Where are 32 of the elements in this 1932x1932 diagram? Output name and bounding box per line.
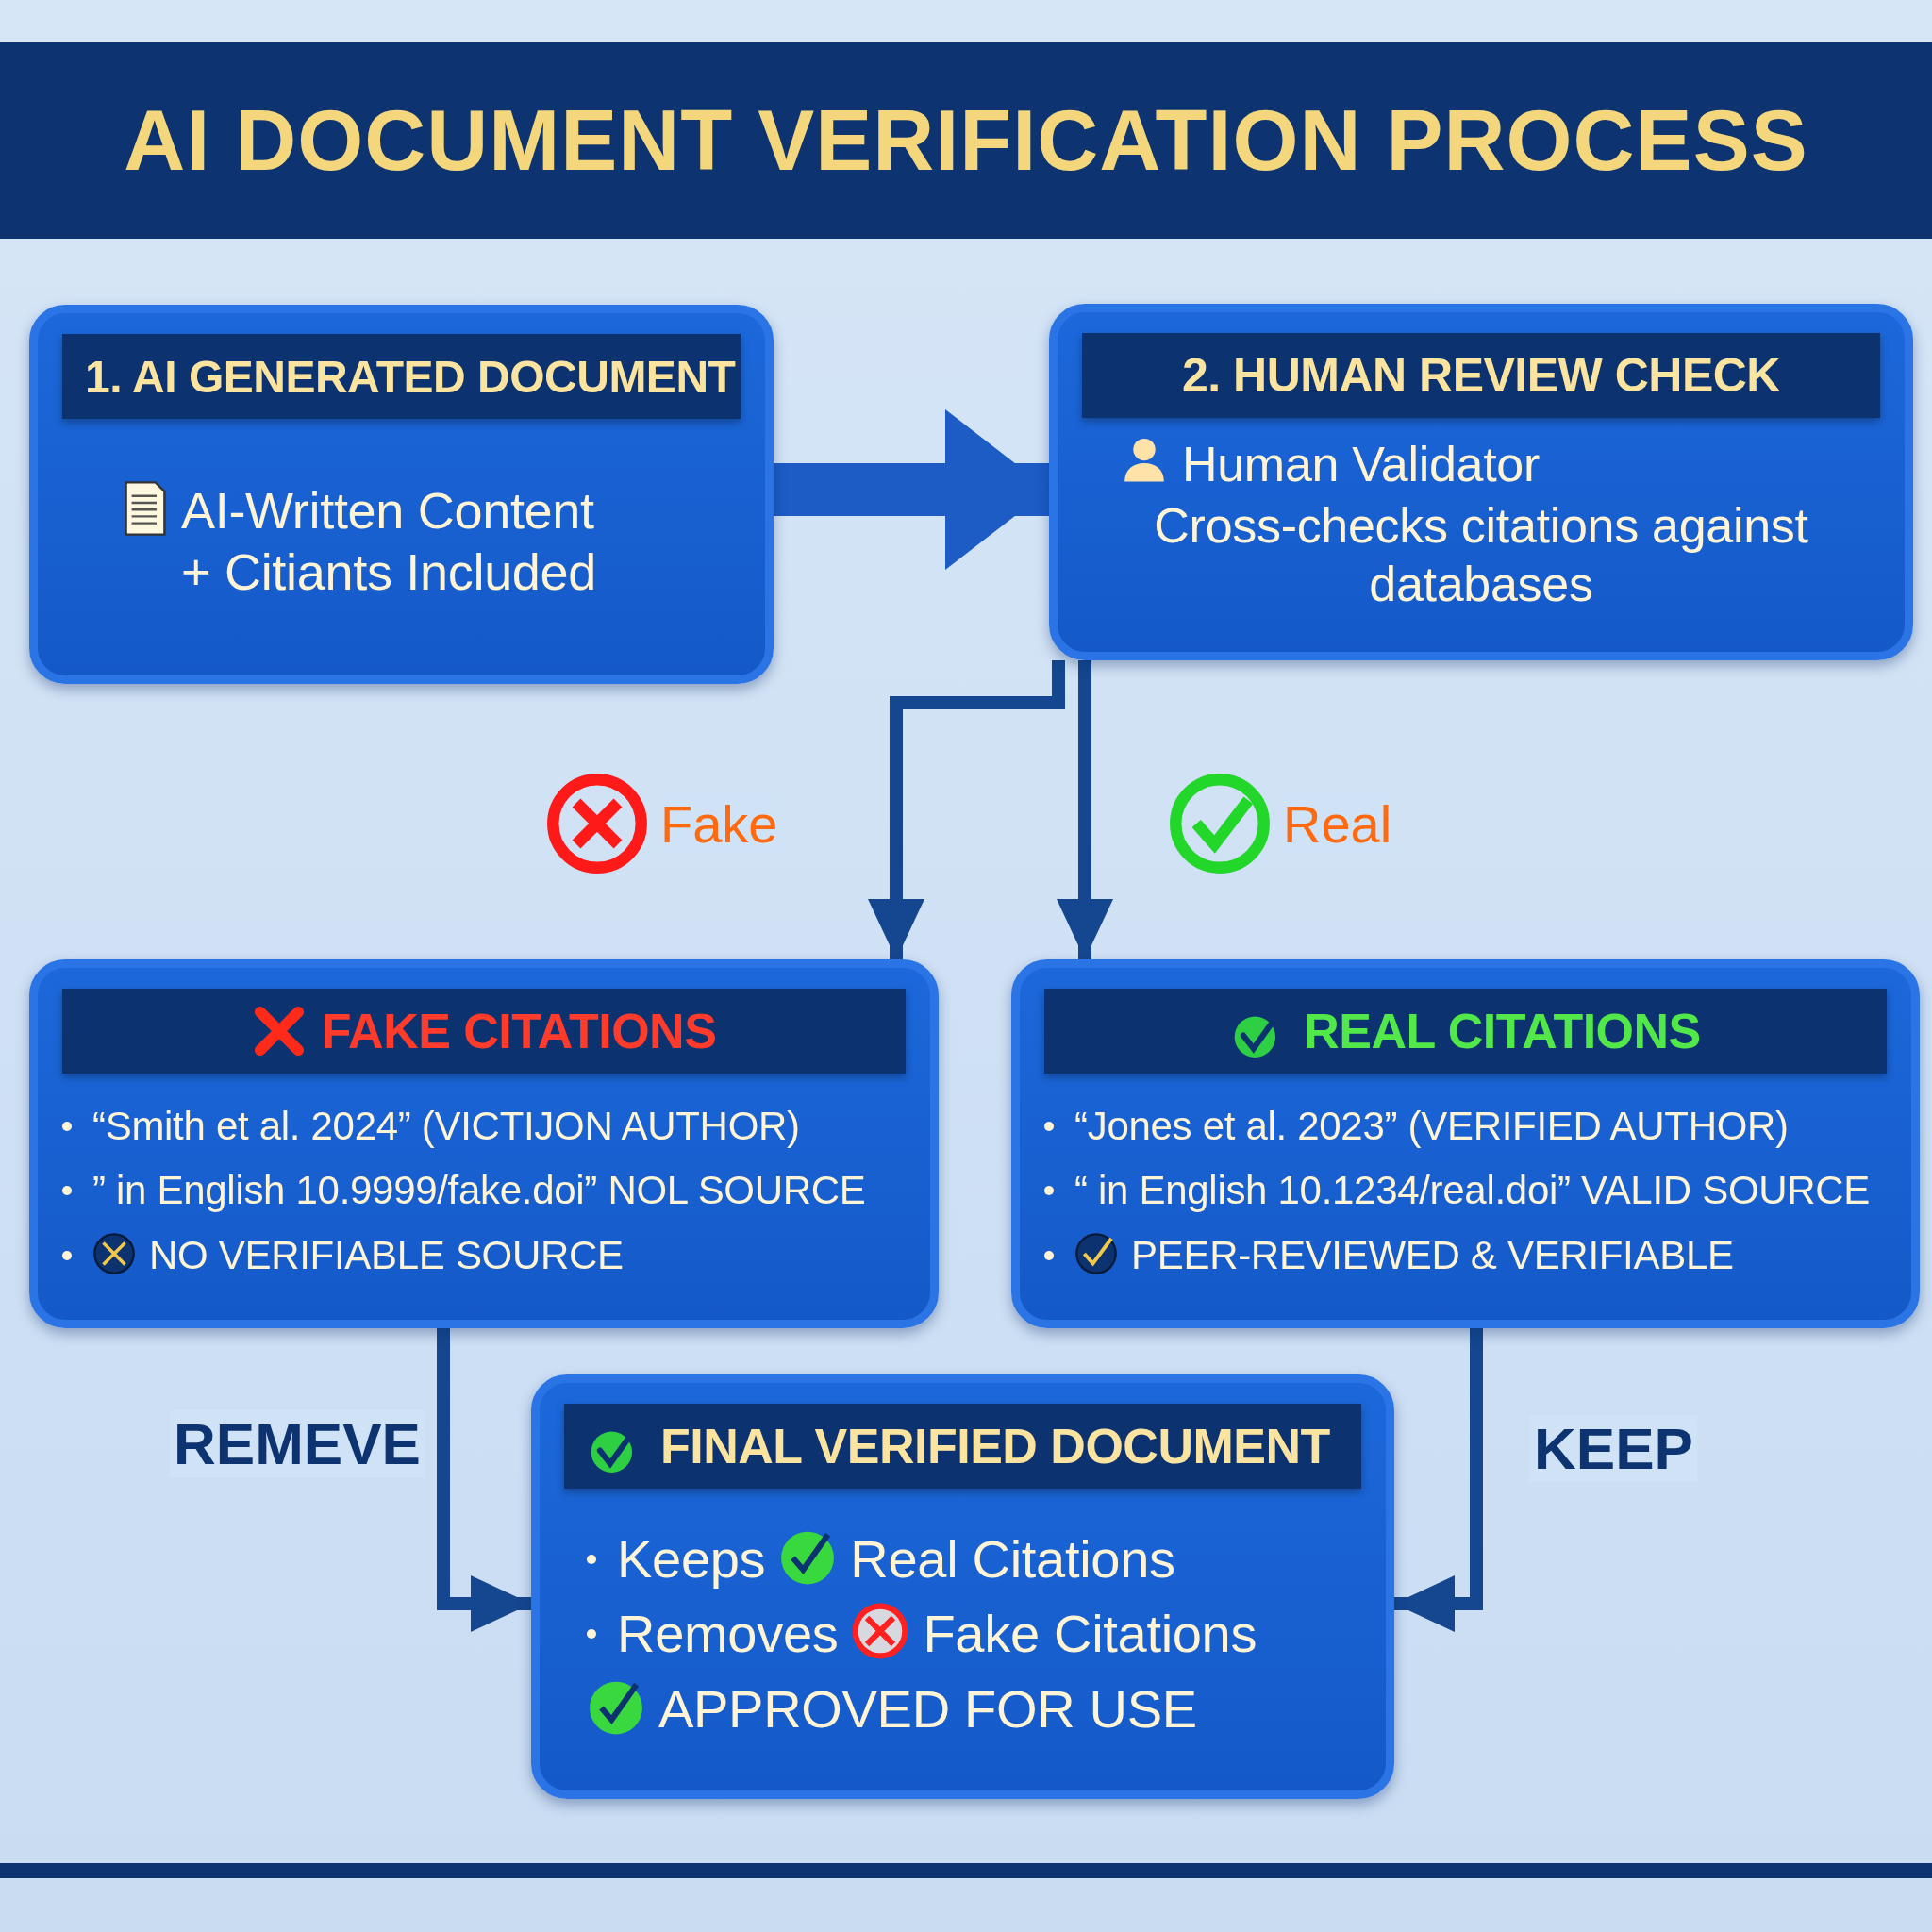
box-heading: REAL CITATIONS	[1304, 1003, 1701, 1059]
body-text: PEER-REVIEWED & VERIFIABLE	[1131, 1231, 1734, 1279]
body-text: AI-Written Content + Citiants Included	[181, 481, 598, 602]
body-text: “Smith et al. 2024” (VICTIJON AUTHOR)	[92, 1102, 800, 1150]
process-box	[1011, 959, 1920, 1328]
process-box	[1049, 304, 1913, 660]
body-text: APPROVED FOR USE	[658, 1677, 1197, 1740]
body-text: ” in English 10.9999/fake.doi” NOL SOURCE	[92, 1167, 866, 1215]
box-heading: FINAL VERIFIED DOCUMENT	[660, 1418, 1330, 1474]
box-heading: FAKE CITATIONS	[321, 1003, 717, 1059]
process-box	[531, 1374, 1394, 1799]
process-box	[29, 959, 939, 1328]
process-box	[29, 305, 774, 684]
body-text: Cross-checks citations against databases	[1153, 496, 1809, 614]
arrow	[868, 660, 1065, 959]
arrow	[437, 1328, 531, 1632]
block-arrow	[774, 409, 1049, 570]
body-text: Fake Citations	[923, 1603, 1257, 1666]
edge-label: KEEP	[1530, 1415, 1697, 1482]
title: AI DOCUMENT VERIFICATION PROCESS	[124, 92, 1808, 190]
body-text: NO VERIFIABLE SOURCE	[149, 1231, 624, 1279]
body-text: Keeps	[617, 1528, 766, 1591]
arrow	[1057, 660, 1113, 959]
box-heading: 2. HUMAN REVIEW CHECK	[1182, 348, 1780, 403]
body-text: Human Validator	[1182, 436, 1540, 494]
arrow	[1394, 1328, 1483, 1632]
body-text: “Jones et al. 2023” (VERIFIED AUTHOR)	[1074, 1102, 1789, 1150]
body-text: Removes	[617, 1603, 839, 1666]
body-text: Real Citations	[850, 1528, 1175, 1591]
body-text: “ in English 10.1234/real.doi” VALID SOURCE	[1074, 1167, 1871, 1215]
edge-label: REMEVE	[170, 1410, 425, 1477]
box-heading: 1. AI GENERATED DOCUMENT	[85, 350, 736, 403]
